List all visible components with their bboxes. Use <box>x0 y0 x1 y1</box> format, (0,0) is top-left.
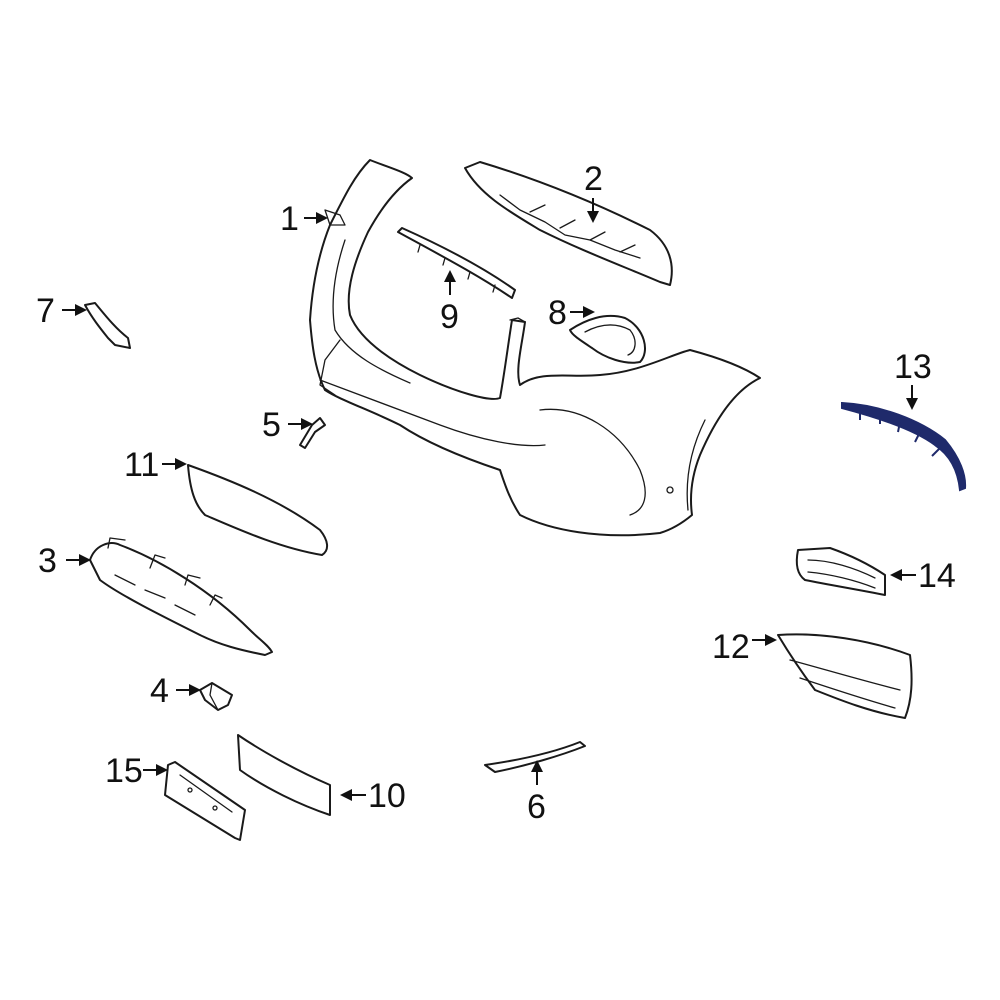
callout-13[interactable]: 13 <box>894 348 932 386</box>
part-2-grille-molding[interactable] <box>464 161 673 286</box>
part-14-lamp-housing[interactable] <box>795 547 886 596</box>
part-3-lower-trim[interactable] <box>89 537 273 656</box>
callout-labels: 1 2 3 4 5 6 7 8 9 10 11 12 13 14 15 <box>36 160 956 826</box>
callout-12[interactable]: 12 <box>712 628 750 666</box>
part-10-mesh-insert[interactable] <box>237 734 331 816</box>
callout-6[interactable]: 6 <box>527 788 546 826</box>
callout-9[interactable]: 9 <box>440 298 459 336</box>
part-7-molding[interactable] <box>84 302 131 349</box>
callout-7[interactable]: 7 <box>36 292 55 330</box>
callout-4[interactable]: 4 <box>150 672 169 710</box>
callout-5[interactable]: 5 <box>262 406 281 444</box>
callout-11[interactable]: 11 <box>124 446 159 484</box>
callout-2[interactable]: 2 <box>584 160 603 198</box>
part-11-grille-insert[interactable] <box>187 464 328 556</box>
callout-15[interactable]: 15 <box>105 752 143 790</box>
part-5-clip[interactable] <box>299 417 326 449</box>
callout-3[interactable]: 3 <box>38 542 57 580</box>
callout-14[interactable]: 14 <box>918 557 956 595</box>
part-15-plate-bracket[interactable] <box>164 761 246 841</box>
callout-8[interactable]: 8 <box>548 294 567 332</box>
part-8-bezel[interactable] <box>569 314 646 364</box>
callout-10[interactable]: 10 <box>368 777 406 815</box>
callout-1[interactable]: 1 <box>280 200 299 238</box>
part-6-strip[interactable] <box>484 741 586 773</box>
part-13-arch-trim[interactable] <box>841 401 967 492</box>
part-9-strip[interactable] <box>397 227 516 299</box>
callout-leaders <box>62 198 918 801</box>
part-4-bracket[interactable] <box>199 682 233 711</box>
part-1-bumper-cover[interactable] <box>309 159 761 537</box>
part-12-side-grille[interactable] <box>777 633 913 719</box>
